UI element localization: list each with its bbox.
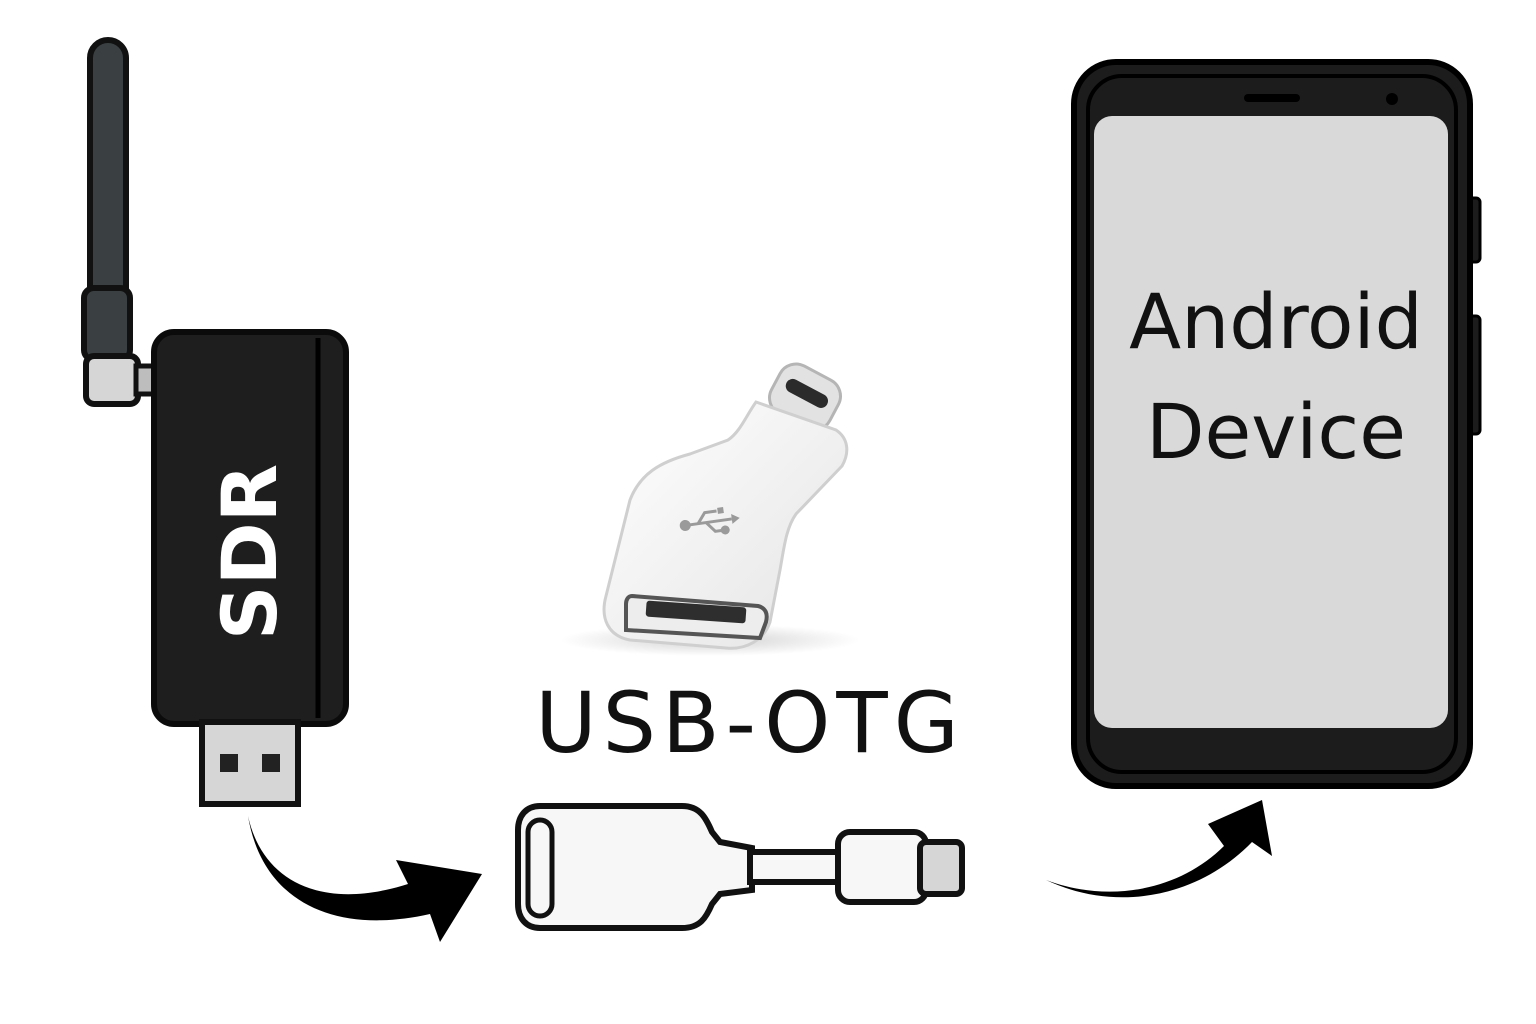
usb-otg-adapter-photo — [560, 362, 860, 656]
phone-camera — [1386, 93, 1398, 105]
phone-bezel-edge — [1086, 74, 1458, 774]
flow-arrow-icon — [1046, 800, 1272, 898]
sdr-usb-plug — [199, 719, 301, 807]
phone-screen — [1094, 116, 1448, 728]
otg-cable-female-end — [515, 803, 755, 931]
antenna-whip — [87, 37, 129, 313]
usb-trident-icon — [679, 507, 740, 535]
flow-arrow-icon — [248, 816, 482, 942]
usb-plug-hole — [220, 754, 238, 772]
usb-plug-hole — [262, 754, 280, 772]
otg-cable — [515, 803, 965, 931]
phone-label-line2: Device — [1146, 387, 1406, 476]
usb-otg-label: USB-OTG — [535, 674, 965, 772]
otg-cable-usbc-plug — [917, 839, 965, 897]
sdr-dongle: SDR — [81, 37, 349, 807]
android-phone: Android Device — [1071, 59, 1482, 789]
phone-label-line1: Android — [1129, 277, 1423, 366]
phone-earpiece — [1244, 94, 1300, 102]
otg-cable-usbc-housing — [835, 829, 929, 905]
adapter-body — [602, 400, 849, 650]
antenna-base — [81, 285, 133, 363]
otg-cable-wire — [747, 849, 845, 885]
antenna-joint — [83, 353, 141, 407]
sdr-label: SDR — [205, 464, 294, 640]
